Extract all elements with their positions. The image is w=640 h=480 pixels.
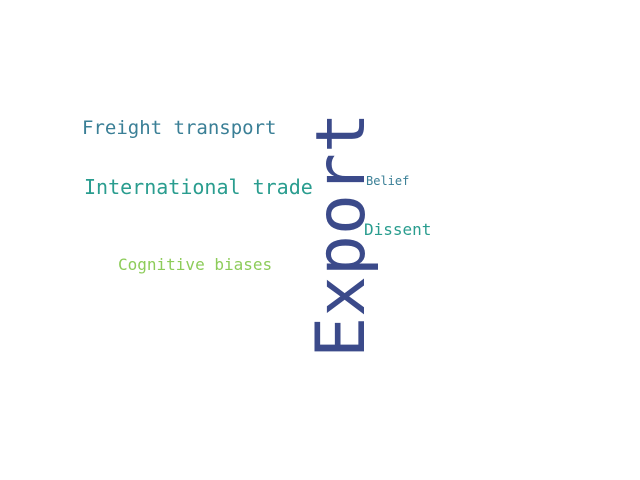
word-freight-transport: Freight transport: [82, 117, 277, 139]
word-dissent: Dissent: [364, 220, 432, 239]
word-belief: Belief: [366, 174, 410, 188]
word-international-trade: International trade: [84, 175, 313, 199]
word-cognitive-biases: Cognitive biases: [118, 255, 273, 274]
